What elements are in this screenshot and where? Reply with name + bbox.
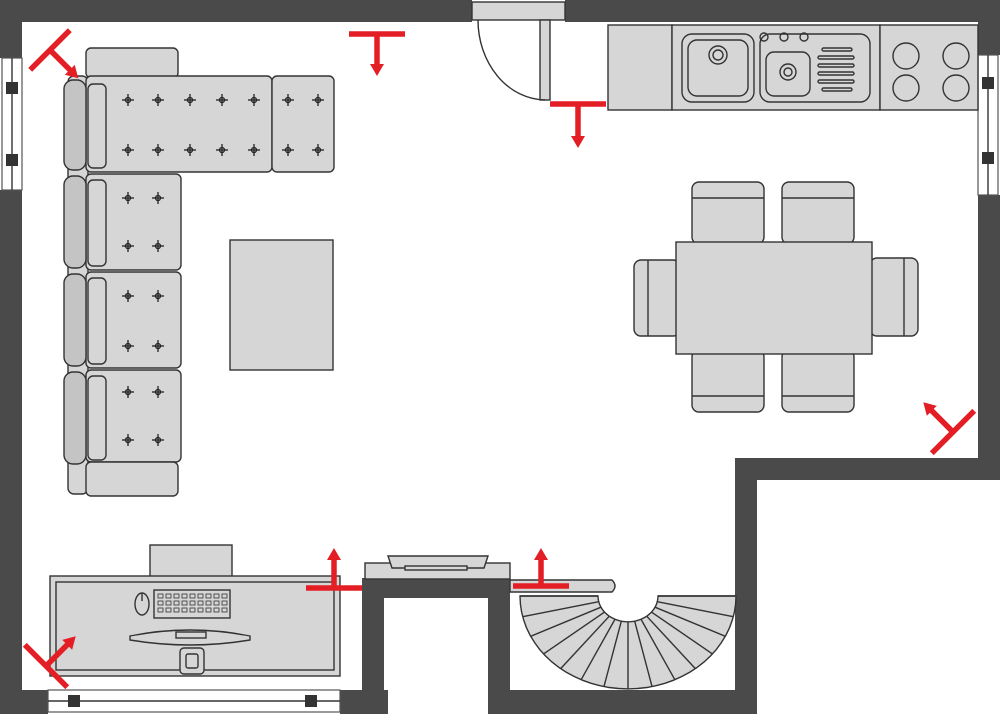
wall-left-upper [0, 0, 22, 58]
sofa-tuft [152, 240, 164, 252]
sofa-tuft [282, 144, 294, 156]
sofa-tuft [122, 240, 134, 252]
camera-view-marker-icon[interactable] [28, 28, 98, 98]
wall-bottom-left [0, 690, 48, 714]
wall-alcove-left [362, 578, 384, 714]
sofa-tuft [152, 290, 164, 302]
window-left [1, 57, 23, 191]
window-right [977, 54, 999, 196]
sofa-tuft [184, 94, 196, 106]
wall-right-upper [978, 0, 1000, 55]
sofa-tuft [122, 386, 134, 398]
wall-left-lower [0, 190, 22, 714]
coffee-table-icon[interactable] [229, 239, 334, 371]
window-bottom [47, 689, 341, 713]
camera-view-marker-icon[interactable] [550, 101, 606, 148]
sofa-tuft [248, 144, 260, 156]
chair-icon[interactable] [691, 349, 765, 413]
chair-icon[interactable] [781, 349, 855, 413]
wall-alcove-top [362, 578, 510, 598]
chair-icon[interactable] [691, 181, 765, 245]
camera-view-marker-icon[interactable] [306, 548, 362, 591]
sofa-tuft [122, 192, 134, 204]
sofa-tuft [122, 94, 134, 106]
sofa-tuft [122, 340, 134, 352]
sofa-tuft [312, 144, 324, 156]
dining-table-icon[interactable] [675, 241, 873, 355]
dining-set [633, 181, 919, 413]
sofa-tuft [152, 94, 164, 106]
sofa-icon[interactable] [63, 47, 335, 497]
monitor-icon[interactable] [129, 629, 251, 646]
camera-view-marker-icon[interactable] [22, 615, 97, 690]
sofa-tuft [152, 144, 164, 156]
sofa-tuft [122, 290, 134, 302]
sofa-tuft [312, 94, 324, 106]
sofa-tuft [152, 340, 164, 352]
camera-view-marker-icon[interactable] [349, 31, 405, 76]
sofa-tuft [152, 386, 164, 398]
camera-view-marker-icon[interactable] [513, 548, 569, 589]
sofa-tuft [152, 434, 164, 446]
wall-step-horizontal [735, 458, 1000, 480]
chair-icon[interactable] [633, 259, 681, 337]
counter-left [607, 24, 673, 111]
sofa-tuft [216, 94, 228, 106]
sofa-tuft [152, 192, 164, 204]
keyboard-icon[interactable] [153, 589, 231, 619]
wall-top-right [565, 0, 1000, 22]
stove-icon[interactable] [892, 42, 970, 102]
sofa-tuft [216, 144, 228, 156]
sofa-tuft [282, 94, 294, 106]
kitchen-sink-icon[interactable] [681, 32, 871, 103]
office-chair-icon[interactable] [179, 647, 205, 675]
tv-stand-icon[interactable] [364, 555, 511, 580]
wall-right-mid [978, 195, 1000, 460]
wall-bottom-right [510, 690, 757, 714]
wall-alcove-right [488, 578, 510, 714]
sofa-tuft [122, 144, 134, 156]
door-swing-icon[interactable] [471, 1, 566, 101]
mouse-icon[interactable] [134, 592, 150, 616]
chair-icon[interactable] [869, 257, 919, 337]
sofa-tuft [184, 144, 196, 156]
sofa-tuft [248, 94, 260, 106]
camera-view-markers [22, 28, 977, 690]
sofa-tuft [122, 434, 134, 446]
chair-icon[interactable] [781, 181, 855, 245]
camera-view-marker-icon[interactable] [902, 381, 977, 456]
wall-top-left [0, 0, 472, 22]
wall-step-vertical [735, 458, 757, 714]
spiral-staircase-icon[interactable] [509, 579, 737, 690]
